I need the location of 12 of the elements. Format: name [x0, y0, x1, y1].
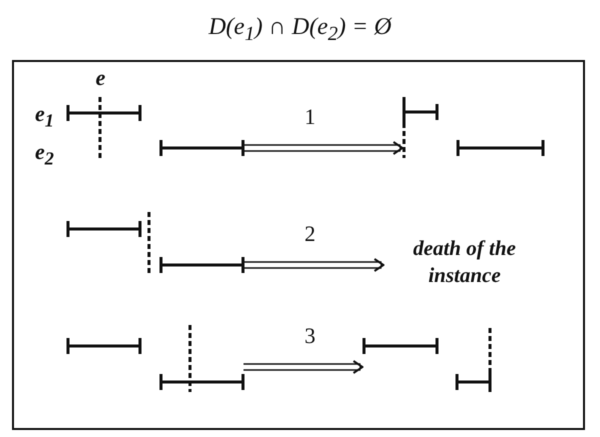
- frame-box: [12, 60, 585, 430]
- implies-arrow: [242, 258, 384, 272]
- interval-label: e$_{1}$: [34, 100, 55, 132]
- implies-arrow: [242, 360, 364, 374]
- implies-arrow: [242, 141, 404, 155]
- interval-label: e: [94, 64, 106, 92]
- interval-label: e$_{2}$: [34, 138, 55, 170]
- outcome-text: death of the instance: [412, 234, 517, 289]
- edge-label: 3: [304, 323, 316, 349]
- edge-label: 2: [304, 221, 316, 247]
- edge-label: 1: [304, 104, 316, 130]
- title: D(e$_{1}$) ∩ D(e$_{2}$) = Ø: [208, 14, 392, 40]
